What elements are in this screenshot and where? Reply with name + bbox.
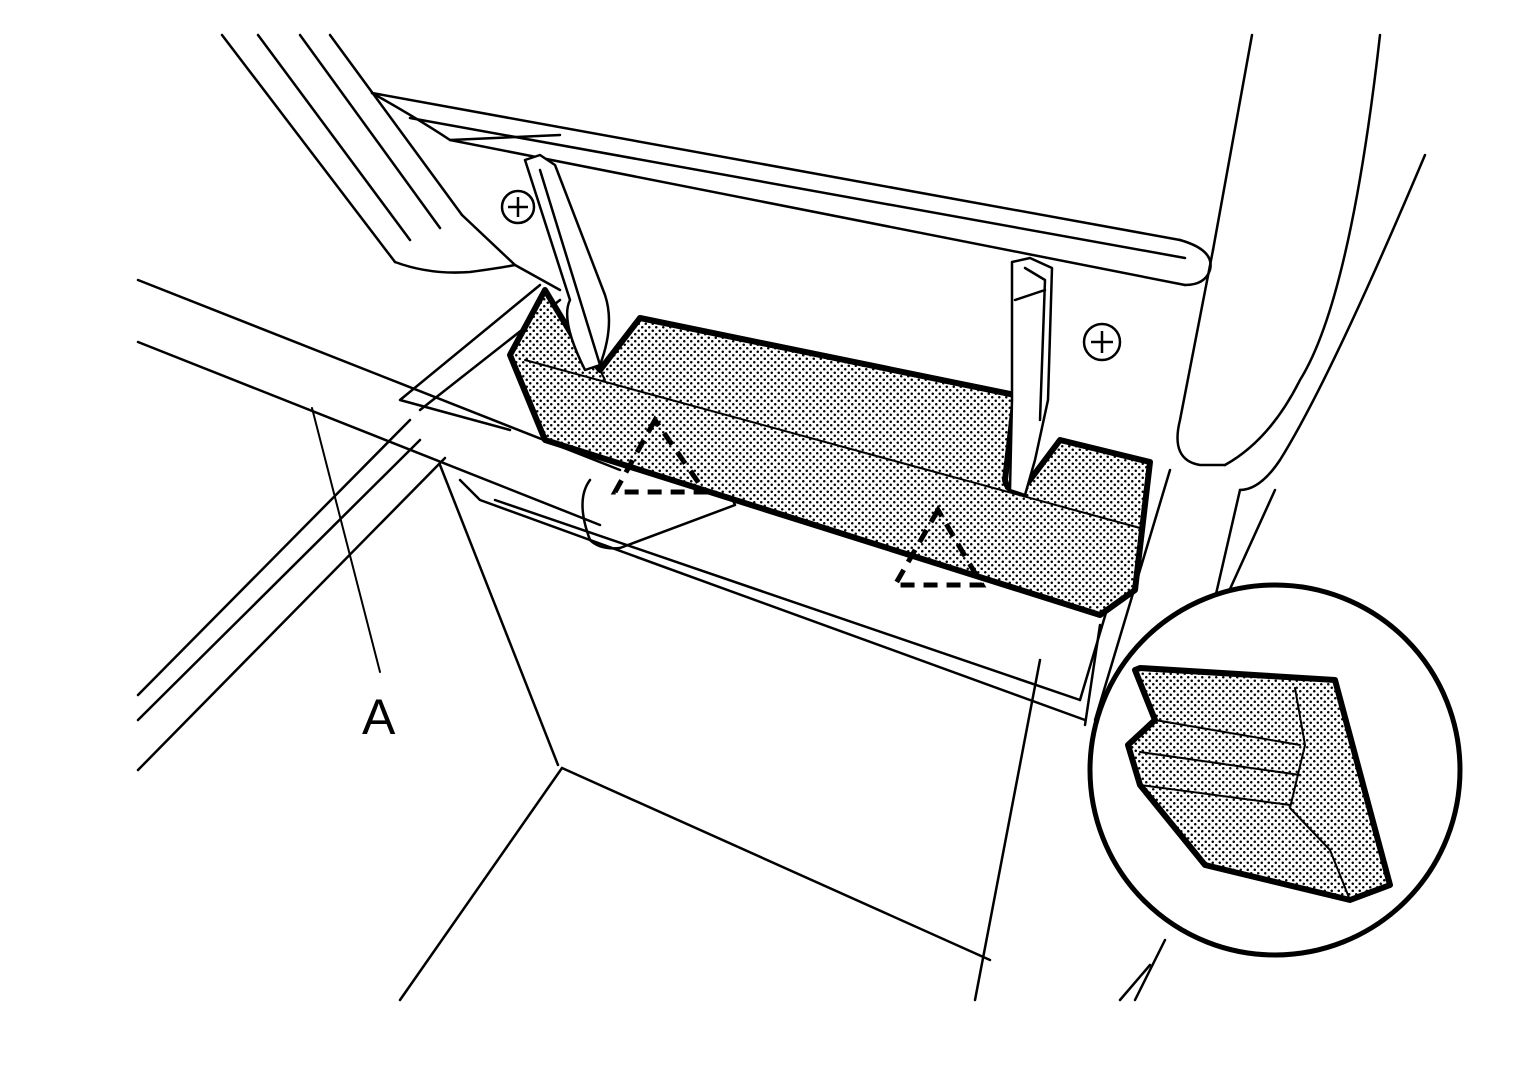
callout-leader-line [311,407,381,673]
warning-triangle-icon [610,415,987,588]
retaining-clips [523,153,1054,497]
inset-detail [1087,582,1463,958]
latch-tab [581,468,737,550]
callout-label-a: A [362,689,396,745]
screw-head-icon [1082,322,1122,362]
right-pillar-lines [1118,33,1427,1002]
screw-head-icon [500,189,536,225]
left-pillar-lines [220,33,517,274]
upper-housing [370,91,1212,292]
